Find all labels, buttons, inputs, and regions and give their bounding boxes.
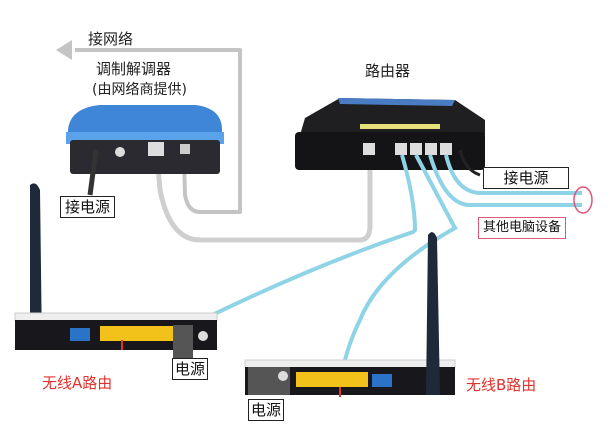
wireless-router-b	[244, 232, 456, 397]
other-devices-label: 其他电脑设备	[478, 217, 567, 239]
wireless-router-a	[14, 183, 218, 358]
lan-cables	[171, 154, 582, 386]
modem-power-label: 接电源	[60, 196, 116, 218]
internet-label: 接网络	[88, 30, 134, 48]
modem-title: 调制解调器	[96, 60, 172, 78]
modem-router-cable	[154, 154, 373, 243]
wireless-b-label: 无线B路由	[466, 376, 537, 394]
modem-subtitle: (由网络商提供)	[92, 82, 187, 98]
arrow-left-icon	[56, 40, 72, 60]
other-devices-highlight	[573, 186, 593, 214]
wireless-a-label: 无线A路由	[42, 374, 113, 392]
router-title: 路由器	[365, 62, 411, 80]
wireless-a-power-label: 电源	[172, 358, 209, 380]
main-router-device	[295, 98, 485, 177]
wireless-b-power-label: 电源	[248, 399, 285, 421]
internet-cable	[75, 48, 242, 214]
modem-device	[66, 105, 224, 196]
router-power-label: 接电源	[483, 167, 569, 189]
